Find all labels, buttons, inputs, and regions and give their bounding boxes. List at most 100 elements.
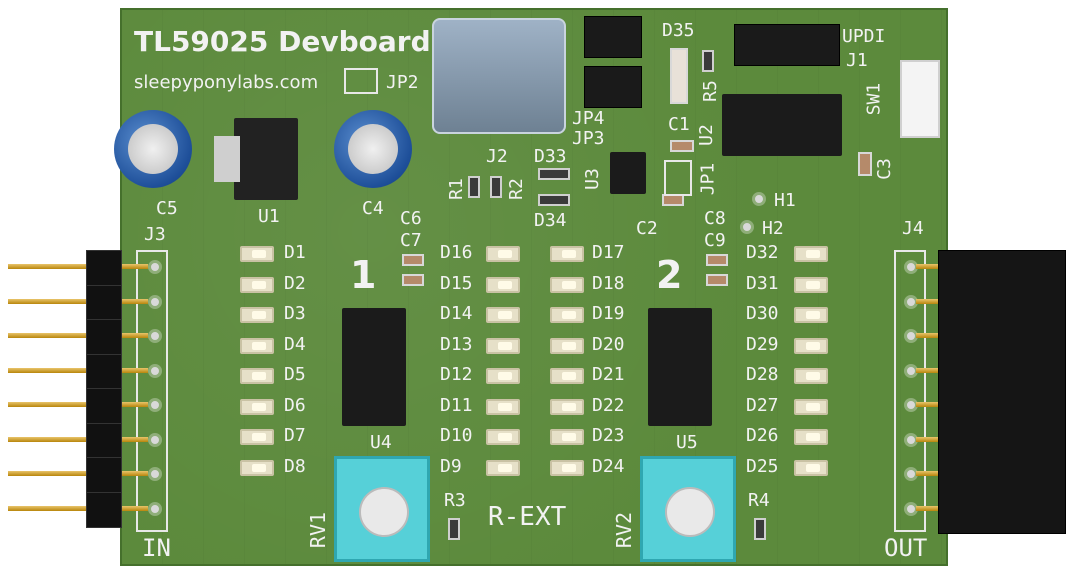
led-d6 [240,398,274,415]
header-pin [8,505,148,511]
header-pin [8,333,148,338]
u4-label: U4 [370,432,392,453]
led-d16 [486,246,520,262]
led-d3 [240,307,274,323]
jp1-pads [664,160,692,196]
led-label: D13 [440,333,473,355]
u2-label: U2 [695,124,717,146]
led-d9 [486,459,520,476]
header-pin [8,436,148,442]
resistor-r3 [448,518,460,540]
led-d28 [794,368,828,384]
led-label: D11 [440,394,473,416]
c6-label: C6 [400,208,422,229]
through-hole-pad [148,294,162,309]
header-pin [916,505,940,511]
capacitor-c9 [706,274,728,286]
resistor-r5 [702,50,714,72]
jumper-jp3[interactable] [584,66,642,108]
header-pin [916,367,940,373]
header-pin [8,402,148,407]
header-pin [916,436,940,442]
output-connector-body[interactable] [938,250,1066,534]
u5-label: U5 [676,432,698,453]
led-d4 [240,337,274,354]
header-pin-housing [86,422,122,459]
j4-outline [894,250,926,532]
led-label: D3 [284,303,306,324]
h2-label: H2 [762,218,784,239]
led-d8 [240,459,274,476]
chip-u2 [722,94,842,156]
led-label: D23 [592,425,625,446]
reset-switch-sw1[interactable] [900,60,940,138]
trimpot-rv1-knob[interactable] [359,487,409,537]
trimpot-rv1[interactable] [334,456,430,562]
d33-label: D33 [534,146,567,167]
u3-label: U3 [581,168,603,190]
led-label: D27 [746,394,779,416]
led-label: D28 [746,364,779,385]
led-label: D6 [284,394,306,416]
led-d17 [550,246,584,262]
through-hole-pad [148,260,162,274]
led-label: D25 [746,455,779,477]
header-pin [916,333,940,338]
r4-label: R4 [748,490,770,511]
trimpot-rv2-knob[interactable] [665,487,715,537]
regulator-tab [214,136,240,182]
led-label: D18 [592,272,625,294]
header-pin [916,402,940,407]
led-d29 [794,337,828,354]
through-hole-pad [148,398,162,412]
section-2-label: 2 [656,253,683,297]
d35-label: D35 [662,20,695,41]
c8-label: C8 [704,208,726,229]
led-d27 [794,398,828,415]
usb-c-connector[interactable] [432,18,566,134]
jp3-label: JP3 [572,128,605,149]
r5-label: R5 [699,80,721,102]
j4-label: J4 [902,218,924,239]
c5-label: C5 [156,198,178,219]
led-d12 [486,368,520,384]
updi-header[interactable] [734,24,840,66]
r3-label: R3 [444,490,466,511]
c2-label: C2 [636,218,658,239]
rv2-label: RV2 [612,511,637,549]
j1-label: J1 [846,50,868,71]
led-label: D21 [592,364,625,385]
header-pin [8,264,148,269]
led-d19 [550,307,584,323]
in-label: IN [142,534,171,562]
jp2-label: JP2 [386,72,419,93]
regulator-u1 [234,118,298,200]
header-pin [8,471,148,476]
mounting-hole-h2 [740,220,754,234]
r1-label: R1 [445,178,467,200]
led-label: D1 [284,242,306,263]
led-label: D10 [440,425,473,446]
jumper-jp4[interactable] [584,16,642,58]
led-d30 [794,307,828,323]
header-pin [916,471,940,476]
led-label: D7 [284,425,306,446]
section-1-label: 1 [350,253,377,297]
through-hole-pad [148,329,162,343]
header-pin-housing [86,284,122,321]
led-d25 [794,459,828,476]
header-pin-housing [86,388,122,424]
led-label: D29 [746,333,779,355]
trimpot-rv2[interactable] [640,456,736,562]
led-d11 [486,398,520,415]
chip-u3 [610,152,646,194]
header-pin [916,298,940,304]
c3-label: C3 [873,158,895,180]
led-d26 [794,429,828,445]
through-hole-pad [148,467,162,481]
led-d5 [240,368,274,384]
h1-label: H1 [774,190,796,211]
led-label: D17 [592,242,625,263]
board-subtitle: sleepyponylabs.com [134,72,319,93]
c1-label: C1 [668,114,690,135]
